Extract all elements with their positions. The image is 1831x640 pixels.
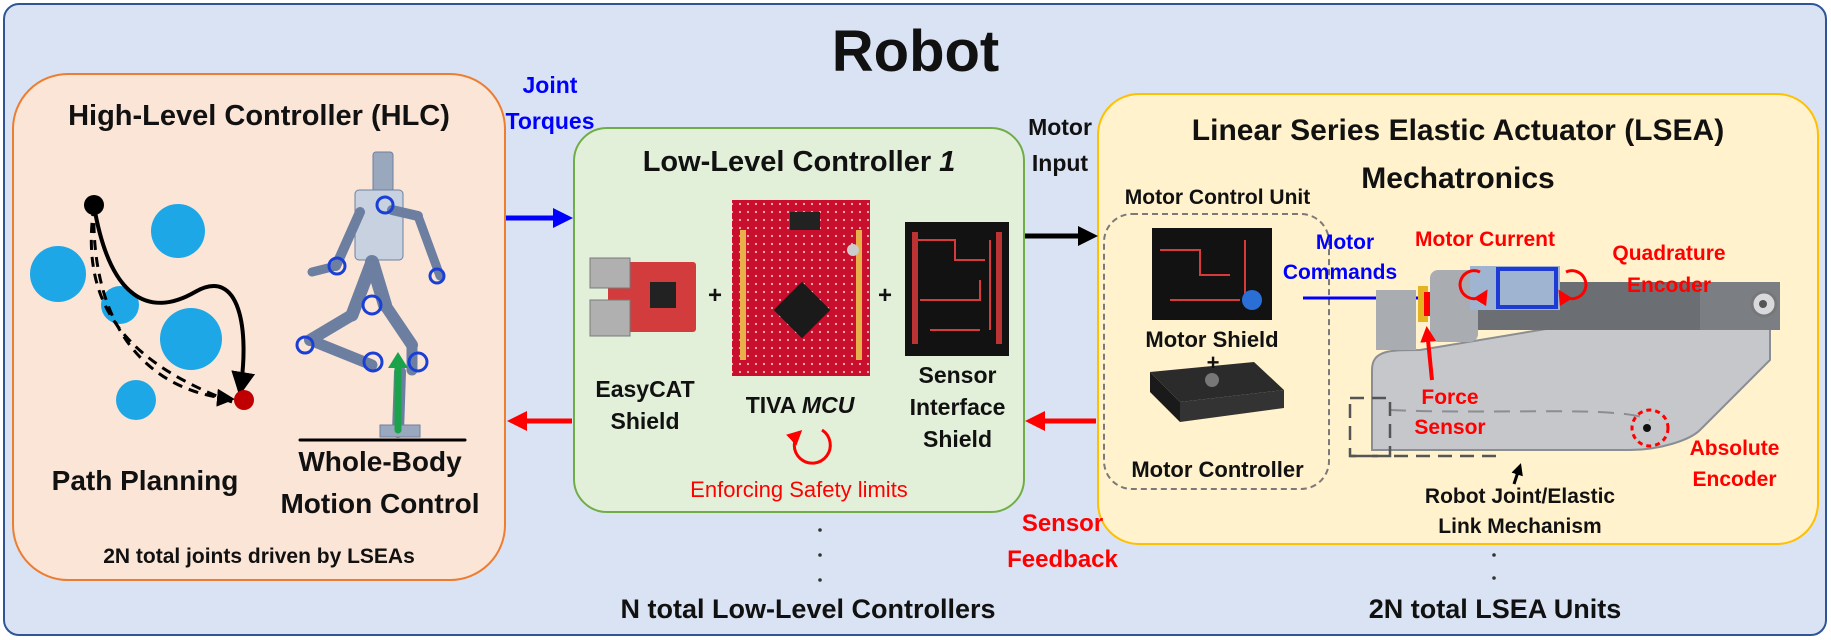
plus-sign-2: + (877, 282, 892, 309)
motor-input-label-line2: Input (1031, 150, 1089, 176)
humanoid-robot-illustration (295, 151, 467, 442)
robot-joint-label-line2: Link Mechanism (1438, 515, 1602, 538)
motor-controller-image (1150, 362, 1284, 422)
joint-torques-label-line1: Joint (522, 72, 578, 98)
sensor-interface-label-line2: Interface (909, 394, 1006, 420)
alt-path-2 (89, 205, 233, 404)
robot-joint-label-line1: Robot Joint/Elastic (1424, 485, 1616, 508)
path-planning-illustration (30, 195, 256, 420)
motor-shield-image (1152, 228, 1272, 320)
quadrature-encoder-highlight (1496, 267, 1558, 309)
lsea-title-line2: Mechatronics (1361, 162, 1555, 195)
obstacle-5 (116, 380, 156, 420)
motor-control-unit-box (1103, 213, 1330, 490)
llc-title-index: 1 (939, 146, 956, 178)
lsea-title-line1: Linear Series Elastic Actuator (LSEA) (1191, 114, 1725, 147)
llc-title: Low-Level Controller 1 (573, 146, 1025, 179)
lsea-mechanism-image (1348, 266, 1780, 485)
force-sensor-part (1418, 286, 1428, 322)
llc-title-text: Low-Level Controller (642, 146, 940, 178)
sensor-shield-image (905, 222, 1009, 356)
llc-footer: N total Low-Level Controllers (620, 594, 996, 624)
goal-point (234, 390, 254, 410)
mcu-plus-sign: + (1206, 350, 1220, 375)
easycat-label-line2: Shield (610, 408, 680, 434)
sensor-feedback-label-line2: Feedback (1007, 546, 1118, 573)
joint-torques-label-line2: Torques (505, 108, 595, 134)
absolute-encoder-marker (1630, 408, 1670, 448)
plus-sign-1: + (707, 282, 722, 309)
motor-control-unit-label: Motor Control Unit (1124, 186, 1311, 209)
motor-shield-label: Motor Shield (1145, 327, 1279, 352)
motor-input-label-line1: Motor (1028, 114, 1092, 140)
motor-current-label: Motor Current (1415, 228, 1555, 251)
motor-commands-label-line2: Commands (1282, 261, 1398, 284)
quadrature-label-line1: Quadrature (1612, 242, 1726, 265)
hlc-footer: 2N total joints driven by LSEAs (103, 545, 415, 568)
safety-limits-label: Enforcing Safety limits (690, 477, 908, 502)
quadrature-label-line2: Encoder (1626, 274, 1712, 297)
force-sensor-label-line2: Sensor (1414, 416, 1486, 439)
start-point (84, 195, 104, 215)
obstacle-2 (30, 246, 86, 302)
whole-body-label-line1: Whole-Body (298, 446, 462, 477)
easycat-label-line1: EasyCAT (595, 376, 695, 402)
tiva-mcu-label: TIVA MCU (730, 392, 870, 419)
lsea-footer: 2N total LSEA Units (1368, 594, 1622, 624)
hlc-panel (12, 73, 506, 581)
motor-controller-label: Motor Controller (1131, 457, 1304, 482)
sensor-interface-label-line3: Shield (922, 426, 992, 452)
easycat-shield-image (589, 257, 696, 337)
motor-commands-label-line1: Motor (1315, 231, 1375, 254)
force-sensor-label-line1: Force (1421, 386, 1479, 409)
whole-body-label-line2: Motion Control (280, 488, 480, 519)
obstacle-4 (160, 308, 222, 370)
absolute-encoder-label-line1: Absolute (1689, 437, 1780, 460)
continuation-dots (818, 528, 1496, 582)
sensor-feedback-label-line1: Sensor (1021, 510, 1104, 537)
hlc-title: High-Level Controller (HLC) (68, 100, 450, 132)
sensor-interface-label-line1: Sensor (918, 362, 997, 388)
planned-path (92, 205, 256, 396)
absolute-encoder-label-line2: Encoder (1692, 468, 1777, 491)
tiva-label-text: TIVA (745, 392, 802, 418)
path-planning-label: Path Planning (51, 465, 239, 496)
robot-title: Robot (831, 19, 1000, 84)
tiva-label-italic: MCU (801, 392, 855, 418)
tiva-board-image (732, 200, 870, 376)
obstacle-1 (151, 204, 205, 258)
safety-loop-icon (786, 428, 832, 465)
